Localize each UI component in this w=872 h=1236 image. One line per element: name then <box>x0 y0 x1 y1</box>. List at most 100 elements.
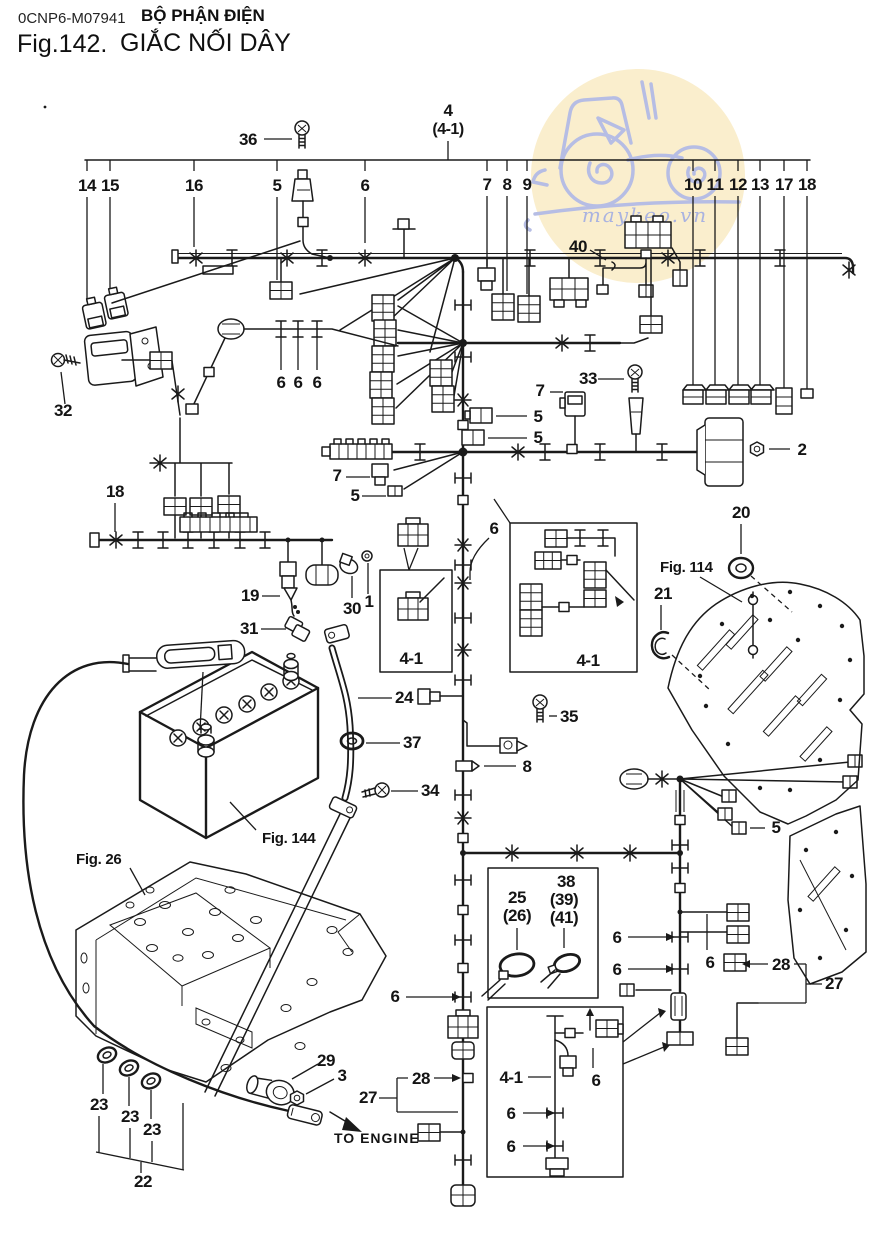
callout-1: 1 <box>365 592 374 611</box>
harness-left-18: 18 19 31 30 1 <box>89 417 374 642</box>
callout-38: 38 <box>557 872 575 891</box>
grommets-23-22: 23 23 23 22 <box>90 1043 185 1191</box>
ruler-label-5: 5 <box>273 176 282 195</box>
callout-5d: 5 <box>772 818 781 837</box>
callout-28b: 28 <box>772 955 790 974</box>
callout-29: 29 <box>317 1051 335 1070</box>
callout-35: 35 <box>560 707 578 726</box>
callout-7a: 7 <box>536 381 545 400</box>
callout-34: 34 <box>421 781 440 800</box>
harness-h2: 7 5 2 <box>321 417 807 505</box>
ruler-label-18: 18 <box>798 175 816 194</box>
callout-27a: 27 <box>359 1088 377 1107</box>
callout-6-top: 6 <box>490 519 499 538</box>
callout-36: 36 <box>239 130 257 149</box>
callout-37: 37 <box>403 733 421 752</box>
stray-dot <box>43 105 47 109</box>
callout-28a: 28 <box>412 1069 430 1088</box>
callout-33: 33 <box>579 369 597 388</box>
callout-19: 19 <box>241 586 259 605</box>
callout-6-v3b: 6 <box>613 960 622 979</box>
battery: Fig. 144 <box>122 639 320 847</box>
top-ruler: 14 15 16 5 6 7 8 9 10 11 12 13 17 18 4 (… <box>78 101 816 389</box>
ruler-label-11: 11 <box>707 175 724 194</box>
callout-5b: 5 <box>534 428 543 447</box>
callout-6-row2: 6 <box>294 373 303 392</box>
battery-cable-24: 34 37 <box>204 623 440 1097</box>
callout-30: 30 <box>343 599 361 618</box>
figure-title: GIẮC NỐI DÂY <box>120 29 291 57</box>
callout-6-row1: 6 <box>277 373 286 392</box>
callout-6-b2: 6 <box>507 1104 516 1123</box>
ruler-label-12: 12 <box>729 175 747 194</box>
branch-666: 6 6 6 <box>185 318 399 415</box>
box-label-4-1-c: 4-1 <box>499 1068 522 1087</box>
callout-41: (41) <box>550 908 578 927</box>
grommet-20: 20 <box>727 503 793 613</box>
callout-23c: 23 <box>143 1120 161 1139</box>
clamp-box: 25 (26) 38 (39) (41) <box>481 867 599 1001</box>
detail-box-4-1-a: 4-1 <box>379 517 453 673</box>
bolt-36: 36 <box>239 120 333 261</box>
relay-row-right <box>682 384 814 415</box>
clamp-band-large <box>481 952 536 1001</box>
connector-7a-group: 7 <box>536 381 586 453</box>
callout-4-1-sub: (4-1) <box>432 121 463 138</box>
tray-holes <box>80 886 354 1072</box>
nut-3 <box>289 1090 305 1106</box>
callout-23b: 23 <box>121 1107 139 1126</box>
battery-cable-lug <box>122 639 246 731</box>
panel-fig114: Fig. 114 20 21 <box>650 503 867 985</box>
ruler-label-10: 10 <box>684 175 702 194</box>
fig-ref-26: Fig. 26 <box>76 851 121 868</box>
callout-20: 20 <box>732 503 750 522</box>
relay-group-left: 32 <box>50 240 301 420</box>
connectors-under-h1 <box>269 257 663 334</box>
callout-23a: 23 <box>90 1095 108 1114</box>
ruler-label-16: 16 <box>185 176 203 195</box>
callout-26: (26) <box>503 906 531 925</box>
panel-slots <box>696 614 833 762</box>
relay-cluster-40: 40 <box>569 215 688 298</box>
callout-7b: 7 <box>333 466 342 485</box>
callout-21: 21 <box>654 584 672 603</box>
box-label-4-1-b: 4-1 <box>576 651 599 670</box>
section-title: BỘ PHẬN ĐIỆN <box>141 6 265 25</box>
boot-29 <box>246 1075 295 1106</box>
panel-holes <box>697 589 853 793</box>
battery-tray: Fig. 26 <box>75 851 387 1083</box>
ruler-label-9: 9 <box>523 175 532 194</box>
battery-terminal-rear <box>283 652 299 682</box>
battery-terminal-front <box>197 723 215 758</box>
callout-6-b1: 6 <box>592 1071 601 1090</box>
harness-vertical-main: 35 8 24 6 <box>358 450 578 1207</box>
figure-number: Fig.142. <box>17 30 108 58</box>
ruler-label-6: 6 <box>361 176 370 195</box>
callout-2: 2 <box>798 440 807 459</box>
callout-6-b3: 6 <box>507 1137 516 1156</box>
callout-32: 32 <box>54 401 72 420</box>
callout-6-v3a: 6 <box>613 928 622 947</box>
ruler-label-17: 17 <box>775 175 793 194</box>
callout-5c: 5 <box>351 486 360 505</box>
callout-24: 24 <box>395 688 414 707</box>
detail-box-4-1-b: 4-1 <box>493 498 638 673</box>
fig-ref-114: Fig. 114 <box>660 559 714 576</box>
callout-6-row3: 6 <box>313 373 322 392</box>
harness-junction-1 <box>299 254 465 353</box>
ruler-label-13: 13 <box>751 175 769 194</box>
fig-ref-144: Fig. 144 <box>262 830 316 847</box>
callout-39: (39) <box>550 890 578 909</box>
callout-4: 4 <box>444 101 454 120</box>
bolt-33-group: 33 <box>579 364 644 453</box>
callout-27b: 27 <box>825 974 843 993</box>
panel-lower-holes <box>797 829 855 961</box>
ruler-label-14: 14 <box>78 176 97 195</box>
clamp-band-small <box>540 952 582 989</box>
callout-8: 8 <box>523 757 532 776</box>
callout-22: 22 <box>134 1172 152 1191</box>
harness-right: 5 6 6 6 28 <box>460 754 863 1056</box>
detail-box-4-1-c: 6 4-1 6 6 <box>486 1006 670 1178</box>
ruler-label-15: 15 <box>101 176 119 195</box>
